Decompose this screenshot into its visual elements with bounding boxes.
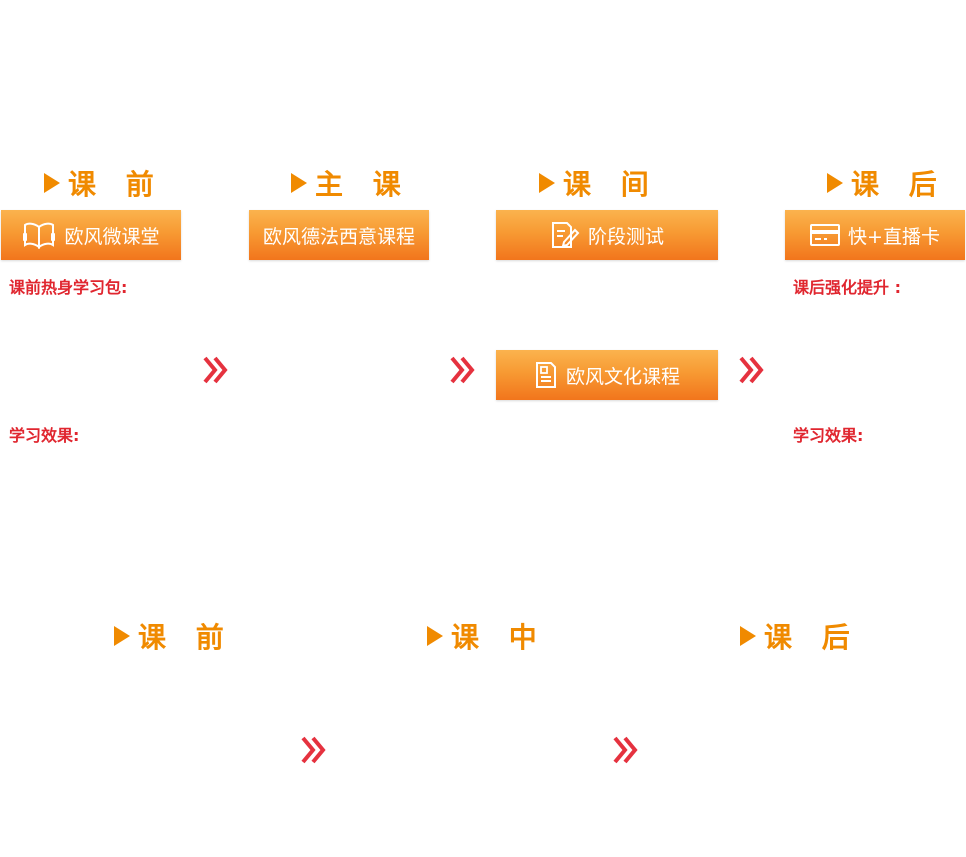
edit-icon [550,221,580,249]
double-chevron-right-icon [202,355,230,385]
bottom-stage-header-in-class: 课 中 [427,618,547,654]
stage-header-between-class: 课 间 [539,165,659,201]
double-chevron-right-icon [300,735,328,765]
play-icon [539,173,555,193]
document-icon [534,361,558,389]
stage-title: 主 课 [315,168,411,201]
play-icon [427,626,443,646]
button-label: 欧风微课堂 [64,225,160,248]
play-icon [44,173,60,193]
button-label: 欧风德法西意课程 [262,225,415,248]
button-label: 欧风文化课程 [565,365,680,388]
double-chevron-right-icon [449,355,477,385]
learning-effect-label-right: 学习效果: [793,426,864,445]
stage-title: 课 前 [68,168,164,201]
live-card-button[interactable]: 快+直播卡 [785,210,965,260]
stage-header-after-class: 课 后 [827,165,947,201]
stage-test-button[interactable]: 阶段测试 [496,210,718,260]
main-course-button[interactable]: 欧风德法西意课程 [249,210,429,260]
bottom-stage-header-before-class: 课 前 [114,618,234,654]
after-class-boost-label: 课后强化提升 : [793,278,901,297]
double-chevron-right-icon [738,355,766,385]
learning-effect-label-left: 学习效果: [9,426,80,445]
culture-course-button[interactable]: 欧风文化课程 [496,350,718,400]
stage-title: 课 后 [851,168,947,201]
play-icon [827,173,843,193]
warmup-pack-label: 课前热身学习包: [9,278,128,297]
stage-header-before-class: 课 前 [44,165,164,201]
stage-title: 课 中 [451,621,547,654]
play-icon [114,626,130,646]
double-chevron-right-icon [612,735,640,765]
play-icon [740,626,756,646]
play-icon [291,173,307,193]
book-icon [22,221,56,249]
bottom-stage-header-after-class: 课 后 [740,618,860,654]
card-icon [810,223,841,247]
stage-title: 课 间 [563,168,659,201]
stage-header-main-class: 主 课 [291,165,411,201]
button-label: 阶段测试 [587,225,664,248]
button-label: 快+直播卡 [848,225,940,248]
micro-class-button[interactable]: 欧风微课堂 [1,210,181,260]
stage-title: 课 前 [138,621,234,654]
stage-title: 课 后 [764,621,860,654]
